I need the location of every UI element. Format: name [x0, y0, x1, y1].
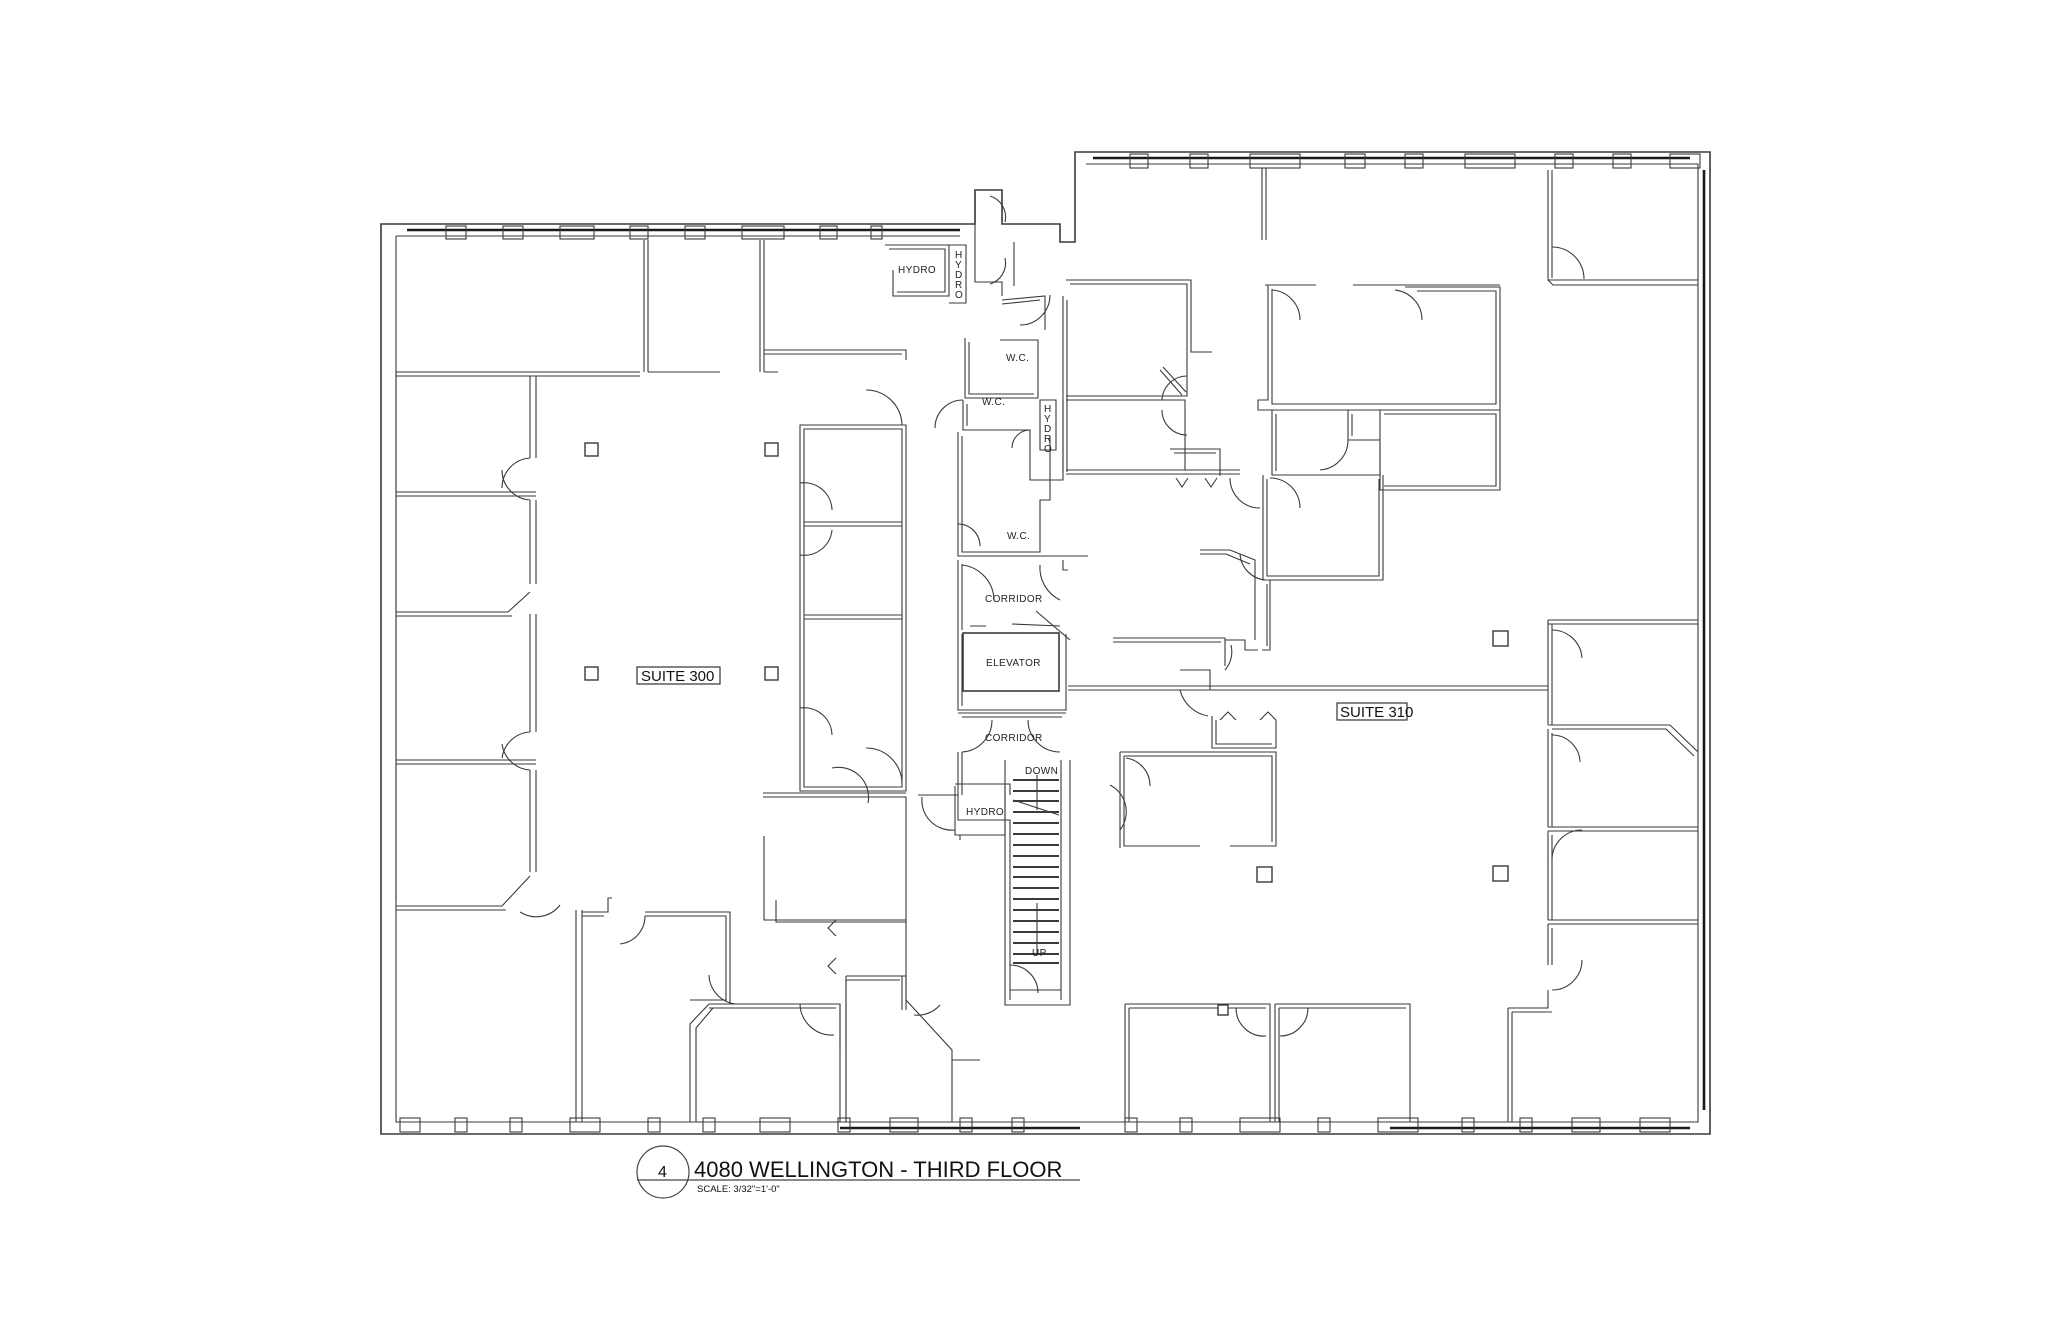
- title-block: 4 4080 WELLINGTON - THIRD FLOOR SCALE: 3…: [636, 1145, 1080, 1199]
- suite-310-walls: [1066, 168, 1699, 1122]
- svg-text:Y: Y: [955, 260, 962, 271]
- svg-text:H: H: [955, 250, 963, 261]
- svg-text:H: H: [1044, 404, 1052, 415]
- room-label-wc-1: W.C.: [1006, 353, 1029, 364]
- elevator-car: [962, 632, 1060, 692]
- room-label-corridor-upper: CORRIDOR: [985, 594, 1043, 605]
- svg-text:SUITE 310: SUITE 310: [1340, 704, 1413, 721]
- stair-label-up: UP: [1032, 948, 1047, 959]
- room-label-wc-3: W.C.: [1007, 531, 1030, 542]
- room-labels: HYDRO H Y D R O W.C. W.C. H Y D R O W.C.…: [898, 250, 1058, 959]
- svg-text:O: O: [955, 290, 963, 301]
- detail-marker-circle: [636, 1145, 690, 1199]
- room-label-hydro-vertical-top: H Y D R O: [955, 250, 963, 301]
- exterior-walls: [380, 151, 1711, 1135]
- drawing-scale: SCALE: 3/32"=1'-0": [697, 1184, 780, 1195]
- suite-310-label: SUITE 310: [1336, 702, 1413, 721]
- suite-300-walls: [395, 240, 980, 1122]
- room-label-wc-2: W.C.: [982, 397, 1005, 408]
- structural-columns: [584, 442, 1509, 1016]
- room-label-hydro-top: HYDRO: [898, 265, 936, 276]
- stair-label-down: DOWN: [1025, 766, 1058, 777]
- detail-number: 4: [658, 1164, 667, 1181]
- drawing-title: 4080 WELLINGTON - THIRD FLOOR: [694, 1157, 1062, 1182]
- svg-text:SUITE 300: SUITE 300: [641, 668, 714, 685]
- svg-text:Y: Y: [1044, 414, 1051, 425]
- svg-text:R: R: [1044, 434, 1052, 445]
- stair-treads: [1013, 779, 1059, 964]
- room-label-elevator: ELEVATOR: [986, 658, 1041, 669]
- building-core: [918, 190, 1088, 1006]
- suite-300-label: SUITE 300: [636, 666, 721, 685]
- room-label-hydro-vertical-mid: H Y D R O: [1044, 404, 1052, 455]
- svg-text:R: R: [955, 280, 963, 291]
- room-label-hydro-lower: HYDRO: [966, 807, 1004, 818]
- svg-text:D: D: [955, 270, 963, 281]
- svg-text:D: D: [1044, 424, 1052, 435]
- svg-text:O: O: [1044, 444, 1052, 455]
- room-label-corridor-lower: CORRIDOR: [985, 733, 1043, 744]
